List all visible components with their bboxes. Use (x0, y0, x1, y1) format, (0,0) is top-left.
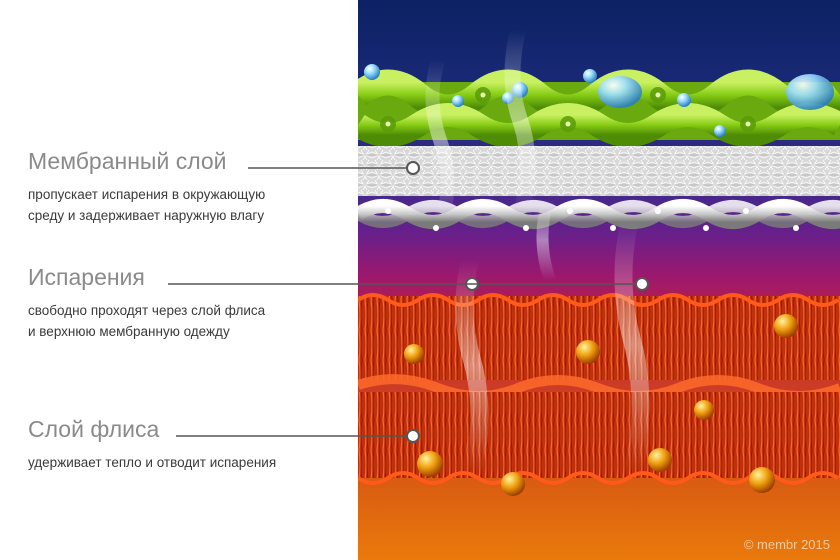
fleece-label-block: Слой флиса удерживает тепло и отводит ис… (28, 418, 276, 474)
vapor-label-block: Испарения свободно проходят через слой ф… (28, 266, 265, 343)
membrane-desc-line1: пропускает испарения в окружающую (28, 187, 266, 202)
mesh-layer (358, 146, 840, 231)
fleece-desc: удерживает тепло и отводит испарения (28, 453, 276, 474)
vapor-plumes (425, 22, 650, 479)
vapor-marker-2 (635, 277, 649, 291)
vapor-marker-1 (465, 277, 479, 291)
vapor-title: Испарения (28, 264, 145, 290)
vapor-desc: свободно проходят через слой флиса и вер… (28, 301, 265, 343)
fleece-marker (406, 429, 420, 443)
fleece-desc-line1: удерживает тепло и отводит испарения (28, 455, 277, 470)
vapor-desc-line2: и верхнюю мембранную одежду (28, 323, 230, 339)
membrane-desc: пропускает испарения в окружающую среду … (28, 185, 265, 227)
membrane-marker (406, 161, 420, 175)
membrane-desc-line2: среду и задерживает наружную влагу (28, 207, 265, 223)
text-panel (0, 0, 358, 560)
fleece-layer (358, 293, 840, 485)
copyright-credit: © membr 2015 (743, 537, 830, 552)
fabric-layers-illustration (358, 0, 840, 560)
fleece-title: Слой флиса (28, 416, 160, 442)
membrane-label-block: Мембранный слой пропускает испарения в о… (28, 150, 265, 227)
water-droplets (364, 64, 834, 137)
vapor-desc-line1: свободно проходят через слой флиса (28, 303, 266, 318)
warmth-orbs (404, 314, 798, 496)
membrane-title: Мембранный слой (28, 148, 227, 174)
